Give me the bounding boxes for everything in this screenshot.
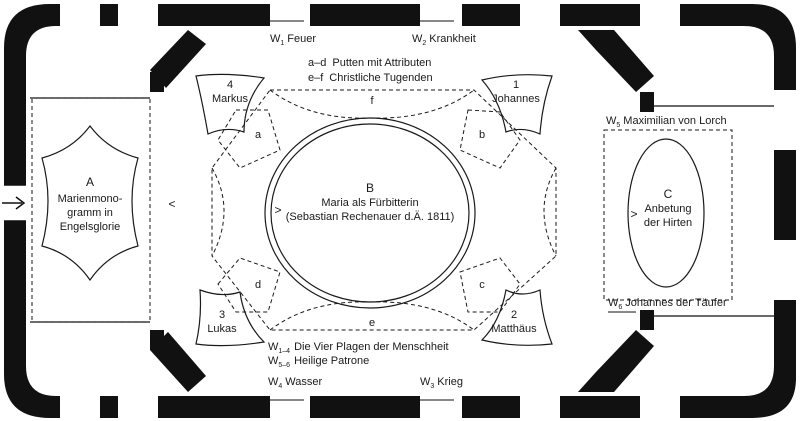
central-medallion xyxy=(264,117,476,309)
virtue-f: f xyxy=(370,95,374,107)
field-c-line1: Anbetung xyxy=(644,203,691,215)
putti-fields: a b c d e f xyxy=(217,95,521,329)
field-a-line2: gramm in xyxy=(67,207,113,219)
vault-field-b: B Maria als Fürbitterin (Sebastian Reche… xyxy=(211,89,557,331)
field-c-letter: C xyxy=(664,187,673,201)
evangelist-lukas-num: 3 xyxy=(219,309,225,321)
arrow-right: > xyxy=(630,207,637,221)
arrow-center: > xyxy=(274,203,281,217)
evangelist-johannes-num: 1 xyxy=(513,79,519,91)
window-openings-right xyxy=(774,90,796,300)
field-a-line3: Engelsglorie xyxy=(60,221,121,233)
evangelist-lukas-name: Lukas xyxy=(207,323,237,335)
field-b-line2: (Sebastian Rechenauer d.Ä. 1811) xyxy=(286,211,455,223)
putto-c: c xyxy=(479,279,485,291)
pendentive-matthaeus xyxy=(480,289,553,346)
anbetung-medallion xyxy=(627,138,705,288)
virtue-e: e xyxy=(369,317,375,329)
pendentive-lukas xyxy=(195,289,266,347)
pendentive-markus xyxy=(195,73,266,135)
evangelist-johannes-name: Johannes xyxy=(492,93,540,105)
entrance-arrow-icon xyxy=(2,196,26,210)
putto-b: b xyxy=(479,129,485,141)
evangelist-matthaeus-name: Matthäus xyxy=(491,323,537,335)
window-openings-bottom xyxy=(60,396,680,418)
putto-d: d xyxy=(255,279,261,291)
field-a-line1: Marienmono- xyxy=(58,193,123,205)
evangelist-markus-num: 4 xyxy=(227,79,233,91)
arrow-left: < xyxy=(168,197,175,211)
nave-piers xyxy=(150,30,654,392)
evangelist-markus-name: Markus xyxy=(212,93,249,105)
marienmonogramm-medallion xyxy=(41,125,139,282)
pendentive-johannes xyxy=(480,74,553,135)
field-a-letter: A xyxy=(86,175,94,189)
field-b-line1: Maria als Fürbitterin xyxy=(321,197,418,209)
putto-a: a xyxy=(255,129,262,141)
vault-field-a: A Marienmono- gramm in Engelsglorie xyxy=(31,97,151,323)
entrance xyxy=(2,184,26,222)
evangelist-pendentives: 4 Markus 1 Johannes 3 Lukas 2 Matthäus xyxy=(195,73,553,347)
vault-field-c: C Anbetung der Hirten > xyxy=(603,129,733,301)
field-b-letter: B xyxy=(366,181,374,195)
evangelist-matthaeus-num: 2 xyxy=(511,309,517,321)
field-c-line2: der Hirten xyxy=(644,217,692,229)
